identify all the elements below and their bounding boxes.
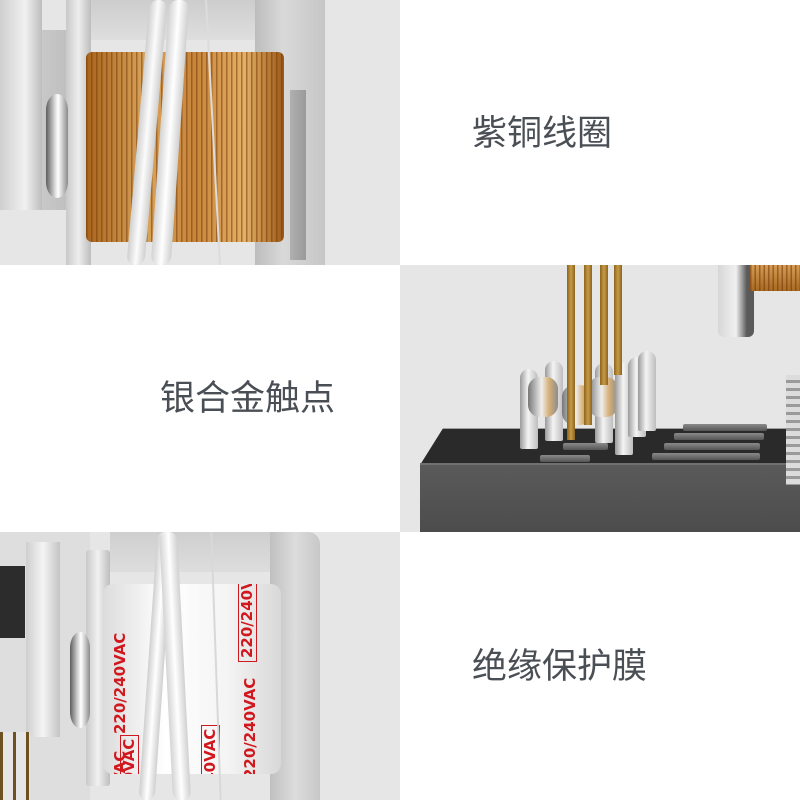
terminal-pins: [0, 732, 30, 800]
rivet-icon: [46, 94, 68, 198]
feature-row-insulation-film: 220/240VAC 220/240VAC 220/240VAC 220/240…: [0, 532, 800, 800]
relay-frame: [26, 542, 60, 737]
tape-print: 220/240VAC: [111, 751, 129, 774]
copper-coil-caption-panel: 紫铜线圈: [400, 0, 800, 265]
tape-print: 220/240VAC: [111, 632, 129, 734]
feature-label: 银合金触点: [160, 379, 336, 419]
contact-roller: [528, 377, 558, 417]
relay-frame-edge: [0, 0, 42, 210]
feature-row-copper-coil: 紫铜线圈: [0, 0, 800, 265]
top-bracket: [110, 532, 280, 572]
tape-print: 220/240VAC: [241, 677, 259, 774]
base-front: [420, 463, 800, 532]
feature-row-silver-contacts: 银合金触点: [0, 265, 800, 532]
slot: [664, 443, 760, 450]
insulation-tape: 220/240VAC 220/240VAC 220/240VAC 220/240…: [103, 584, 281, 774]
gold-contact-strip: [584, 265, 592, 425]
magnet-core: [718, 265, 754, 337]
tape-print-boxed: 220/240VAC: [238, 584, 257, 662]
insulation-film-image: 220/240VAC 220/240VAC 220/240VAC 220/240…: [0, 532, 400, 800]
contact-comb: [786, 375, 800, 485]
feature-label: 紫铜线圈: [472, 114, 613, 154]
feature-label: 绝缘保护膜: [472, 647, 648, 687]
slot: [652, 453, 760, 460]
copper-coil-image: [0, 0, 400, 265]
gold-contact-strip: [600, 265, 608, 385]
slot: [683, 424, 767, 431]
insulation-film-caption-panel: 绝缘保护膜: [400, 532, 800, 800]
flange-edge: [290, 90, 306, 260]
contact-disc: [638, 351, 656, 431]
copper-coil: [86, 52, 284, 242]
copper-coil-partial: [750, 265, 800, 291]
gold-contact-strip: [567, 265, 575, 440]
silver-contacts-image: [400, 265, 800, 532]
slot: [540, 455, 590, 462]
black-block: [0, 566, 25, 638]
gold-contact-strip: [614, 265, 622, 375]
slot: [563, 443, 608, 450]
silver-contacts-caption-panel: 银合金触点: [0, 265, 400, 532]
rivet-icon: [70, 632, 90, 728]
slot: [674, 433, 764, 440]
